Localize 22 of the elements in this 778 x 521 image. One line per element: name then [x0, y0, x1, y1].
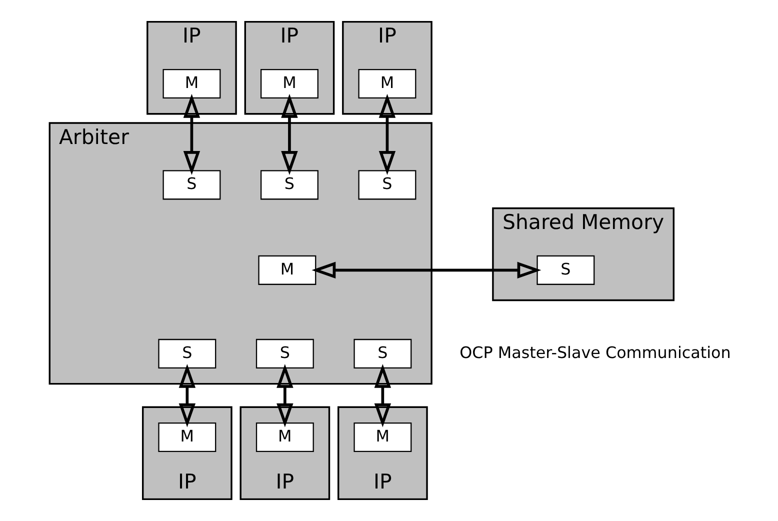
node-box: S	[536, 255, 594, 285]
node-box: S	[260, 170, 318, 200]
node-box: M	[260, 68, 318, 99]
node-box: M	[358, 68, 416, 99]
legend-label: OCP Master-Slave Communication	[459, 342, 730, 362]
arrow	[378, 94, 396, 175]
node-box: S	[162, 170, 220, 200]
node-box: M	[255, 422, 314, 452]
node-box: M	[258, 255, 316, 285]
arrow	[276, 364, 293, 428]
arrow	[178, 364, 196, 428]
node-box: M	[353, 422, 412, 452]
arrow	[311, 262, 541, 279]
arrow	[182, 94, 200, 175]
node-box: S	[358, 170, 416, 200]
arrow	[374, 364, 391, 428]
node-box: S	[255, 338, 314, 368]
node-box: S	[353, 338, 412, 368]
arrow	[280, 94, 298, 175]
node-box: M	[158, 422, 216, 452]
node-box: M	[162, 68, 220, 99]
node-box: S	[158, 338, 216, 368]
